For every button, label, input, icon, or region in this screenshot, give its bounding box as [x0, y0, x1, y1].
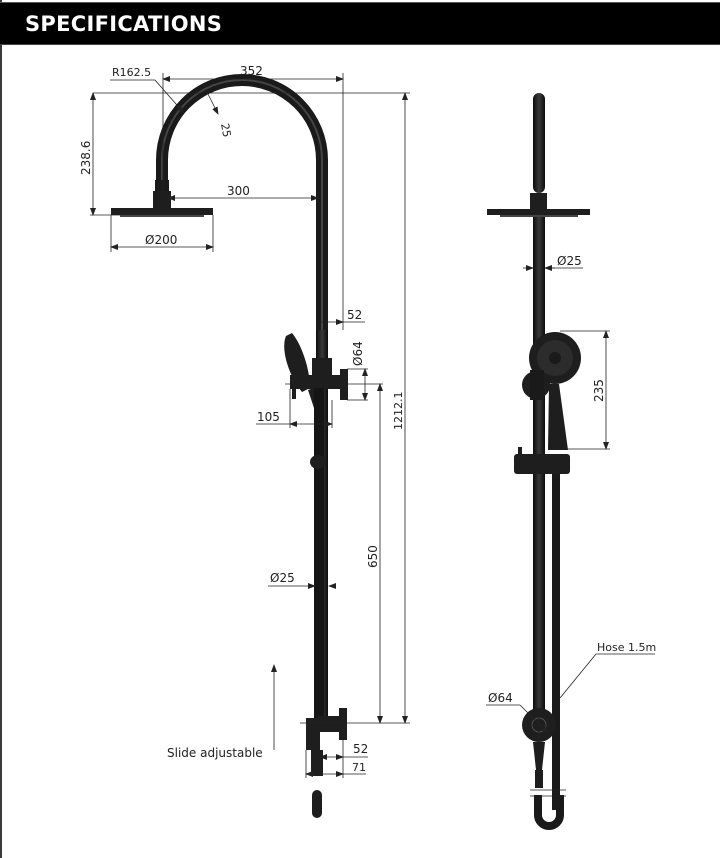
- hose-length-label: Hose 1.5m: [597, 641, 656, 654]
- dim-rail-offset-top: 52: [347, 308, 362, 322]
- side-hose-loop: [534, 795, 564, 830]
- dim-diverter-width: 105: [257, 410, 280, 424]
- side-dim-riser-diameter: Ø25: [557, 254, 582, 268]
- dim-overall-arm-width: 352: [240, 64, 263, 78]
- dim-lower-bracket-depth: 71: [352, 761, 366, 774]
- dim-head-offset: 300: [227, 184, 250, 198]
- specifications-header: SPECIFICATIONS: [0, 2, 720, 45]
- side-rain-head: [487, 209, 590, 215]
- rain-shower-head: [111, 208, 213, 215]
- dim-arm-radius: R162.5: [112, 66, 151, 79]
- slide-adjustable-label: Slide adjustable: [167, 746, 263, 760]
- dim-arm-tube-diameter: 25: [218, 122, 233, 138]
- front-view: R162.5 352 25 238.6 300 Ø200 52 Ø64 105 …: [79, 64, 410, 818]
- page-title: SPECIFICATIONS: [25, 12, 223, 36]
- dim-head-diameter: Ø200: [145, 233, 177, 247]
- dim-rail-diameter: Ø25: [270, 571, 295, 585]
- dim-lower-bracket-offset: 52: [353, 742, 368, 756]
- shower-arm: [156, 74, 328, 330]
- dim-overall-height: 1212.1: [392, 392, 405, 431]
- dim-rail-length: 650: [366, 545, 380, 568]
- side-dim-wall-bracket-diameter: Ø64: [488, 691, 513, 705]
- hand-shower: [284, 333, 310, 392]
- side-dim-handshower-length: 235: [592, 379, 606, 402]
- dim-bracket-diameter: Ø64: [351, 341, 365, 366]
- side-riser: [533, 93, 545, 193]
- dim-head-drop-height: 238.6: [79, 141, 93, 175]
- side-view: Ø25 235 Ø64 Hose 1.5m: [486, 93, 656, 830]
